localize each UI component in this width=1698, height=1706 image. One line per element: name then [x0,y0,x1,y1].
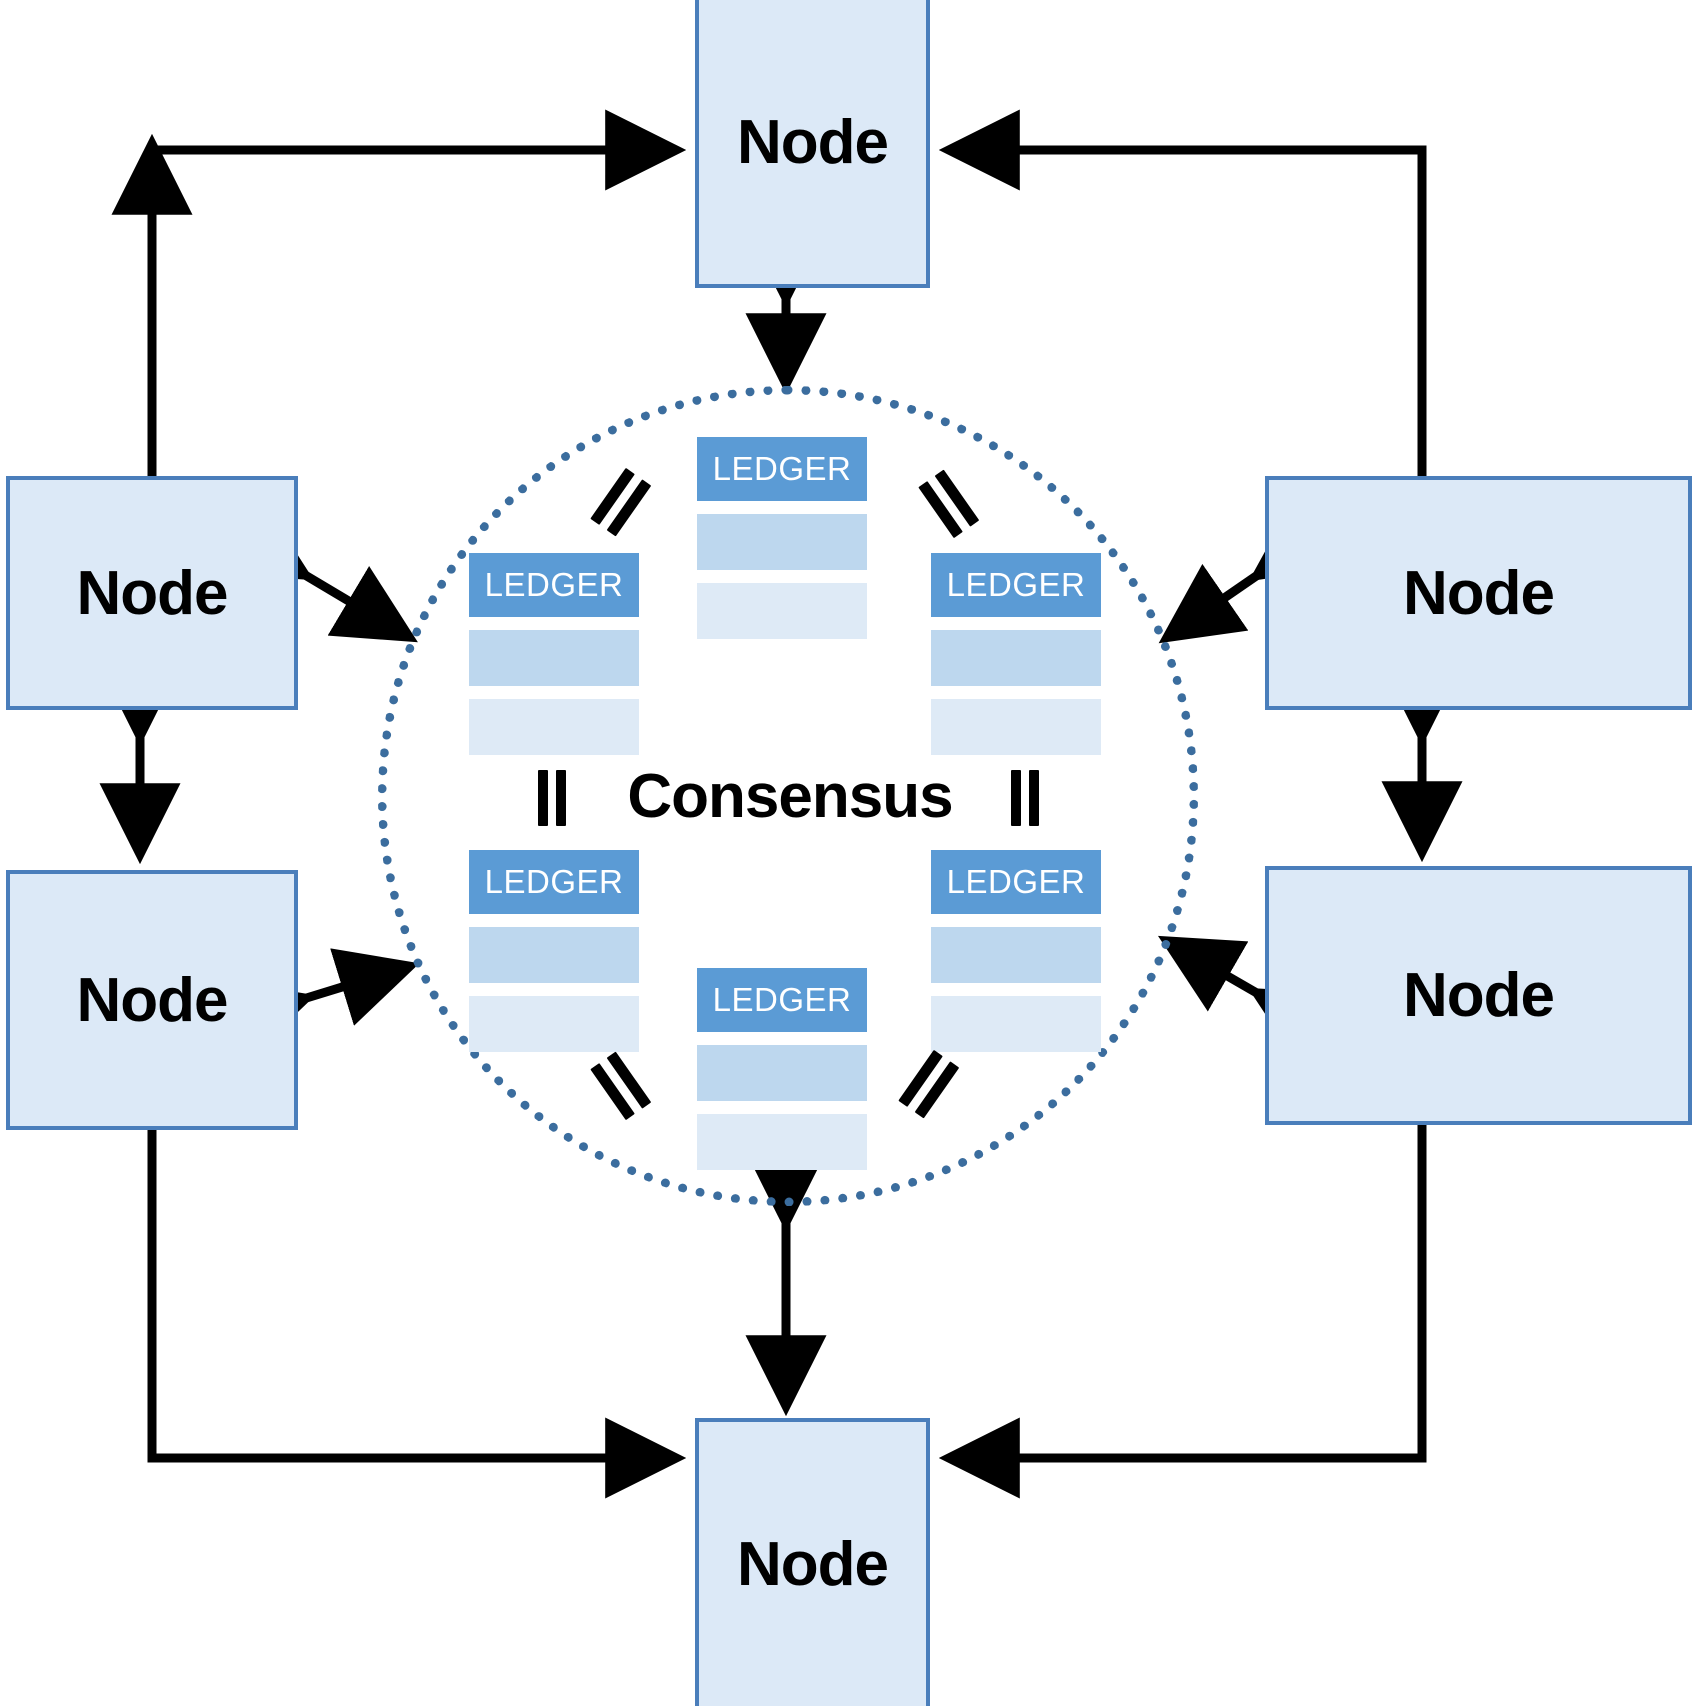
equals-middle-left-icon [536,770,570,826]
ledger-top[interactable]: LEDGER [697,437,867,639]
ledger-bottom-right[interactable]: LEDGER [931,850,1101,1052]
ledger-bottom-right-row-2 [931,996,1101,1052]
ledger-bottom-right-header: LEDGER [931,850,1101,914]
ledger-bottom-row-2 [697,1114,867,1170]
consensus-label: Consensus [627,762,953,831]
ledger-left[interactable]: LEDGER [469,553,639,755]
node-left-upper[interactable]: Node [6,476,298,710]
consensus-circle [378,386,1198,1206]
node-left-lower[interactable]: Node [6,870,298,1130]
node-left-lower-label: Node [76,965,229,1035]
ledger-top-row-1 [697,514,867,570]
ledger-bottom-left-header: LEDGER [469,850,639,914]
node-bottom[interactable]: Node [695,1418,930,1706]
ledger-bottom-row-1 [697,1045,867,1101]
ledger-top-row-2 [697,583,867,639]
ledger-bottom-left-row-2 [469,996,639,1052]
node-top[interactable]: Node [695,0,930,288]
node-top-label: Node [737,107,889,177]
ledger-right-row-2 [931,699,1101,755]
ledger-right-header: LEDGER [931,553,1101,617]
node-right-lower-label: Node [1403,961,1555,1030]
node-left-upper-label: Node [76,558,229,628]
node-right-lower[interactable]: Node [1265,866,1692,1125]
equals-middle-right-icon [1009,770,1043,826]
ledger-bottom[interactable]: LEDGER [697,968,867,1170]
ledger-left-row-1 [469,630,639,686]
ledger-left-row-2 [469,699,639,755]
ledger-bottom-left[interactable]: LEDGER [469,850,639,1052]
ledger-left-header: LEDGER [469,553,639,617]
node-right-upper[interactable]: Node [1265,476,1692,710]
ledger-top-header: LEDGER [697,437,867,501]
node-bottom-label: Node [737,1529,889,1599]
ledger-bottom-left-row-1 [469,927,639,983]
ledger-right-row-1 [931,630,1101,686]
node-right-upper-label: Node [1403,558,1555,628]
ledger-bottom-right-row-1 [931,927,1101,983]
ledger-bottom-header: LEDGER [697,968,867,1032]
ledger-right[interactable]: LEDGER [931,553,1101,755]
